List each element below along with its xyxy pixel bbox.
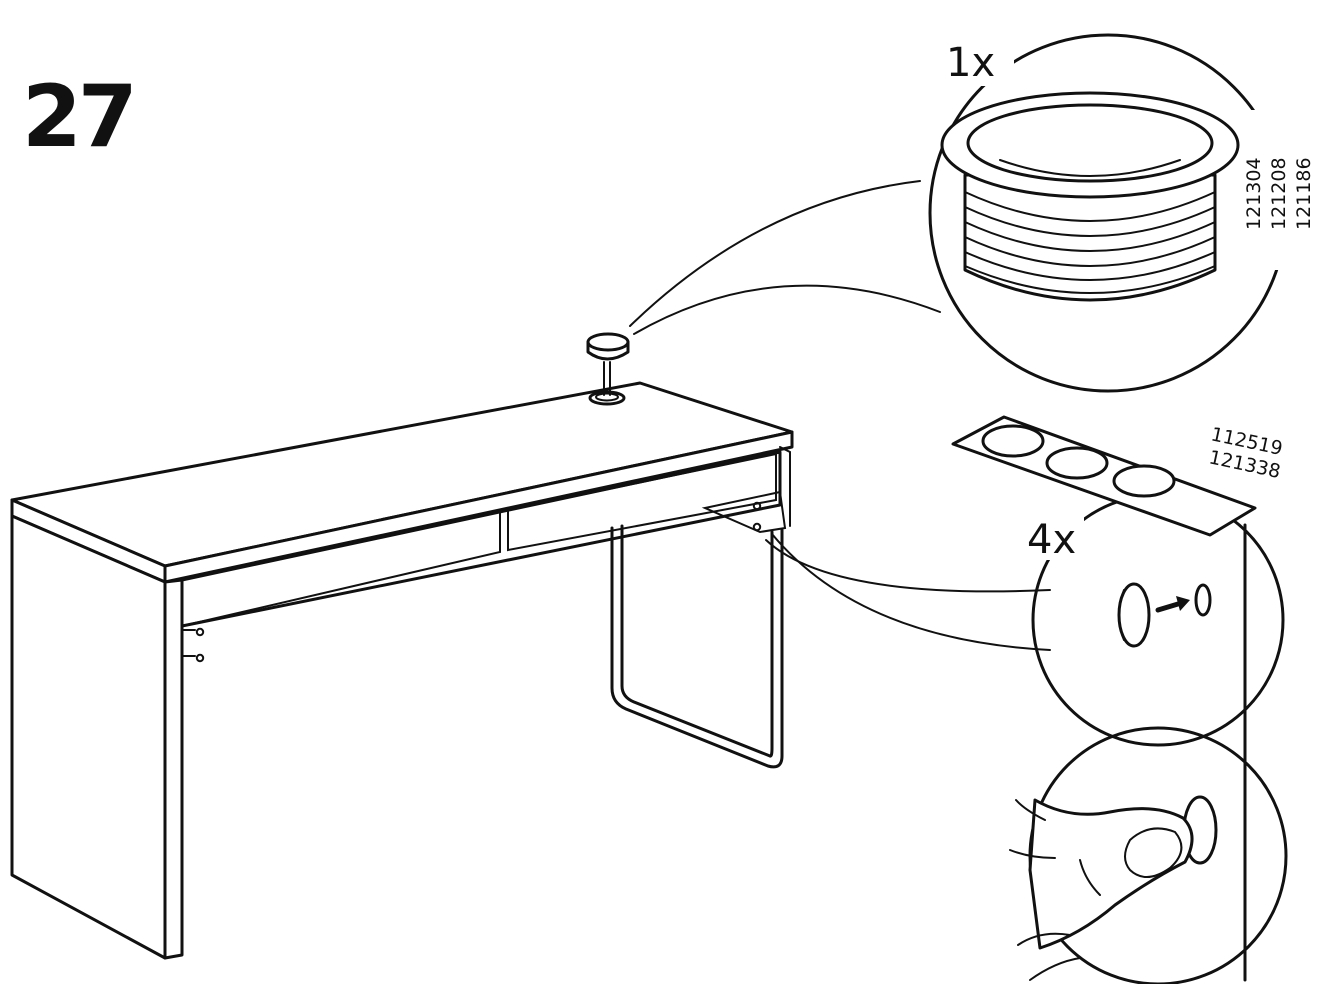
cable-grommet-icon [940,91,1240,302]
step-number: 27 [22,67,134,167]
small-grommet-icon [586,332,630,396]
adhesive-cap-sheet-icon [951,415,1257,537]
desk-illustration [10,332,794,960]
caps-detail: 4x 112519 121338 [765,415,1288,984]
grommet-quantity: 1x [946,40,995,86]
grommet-part-number-3: 121186 [1293,157,1315,230]
caps-quantity: 4x [1027,517,1076,563]
grommet-part-number-2: 121208 [1268,157,1290,230]
grommet-detail: 1x 121304 121208 121186 [629,30,1315,393]
arrow-right-icon [1155,596,1190,613]
grommet-part-number-1: 121304 [1243,157,1265,230]
finger-press-icon [1009,795,1218,981]
